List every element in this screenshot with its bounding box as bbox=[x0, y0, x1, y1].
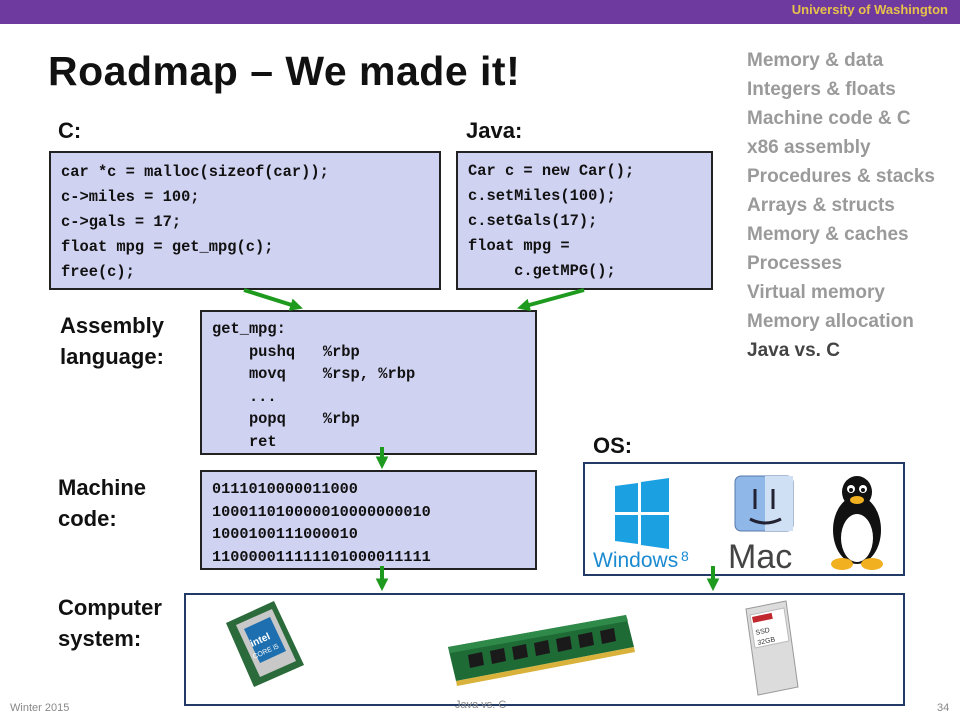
computer-label-line: system: bbox=[58, 626, 142, 651]
code-line: c.getMPG(); bbox=[468, 262, 616, 280]
code-line: 100011010000010000000010 bbox=[212, 502, 431, 521]
assembly-label-line: Assembly bbox=[60, 313, 164, 338]
code-line: ... bbox=[212, 387, 277, 406]
arrow-java-to-assembly bbox=[517, 288, 585, 312]
code-line: Car c = new Car(); bbox=[468, 162, 635, 180]
footer-topic: Java vs. C bbox=[455, 699, 507, 711]
os-label: OS: bbox=[593, 433, 633, 458]
java-label: Java: bbox=[466, 118, 523, 143]
os-box: Windows 8 Mac bbox=[583, 462, 905, 576]
ssd-size-text: 32GB bbox=[757, 636, 776, 647]
code-line: c.setMiles(100); bbox=[468, 187, 616, 205]
computer-system-label: Computer system: bbox=[58, 592, 162, 654]
code-line: movq %rsp, %rbp bbox=[212, 365, 416, 383]
code-line: 1000100111000010 bbox=[212, 525, 358, 543]
c-code-box: car *c = malloc(sizeof(car)); c->miles =… bbox=[49, 151, 441, 290]
hardware-images: intel CORE i5 SSD 32GB bbox=[226, 600, 799, 696]
topic-item: Machine code & C bbox=[747, 108, 911, 129]
topic-item: Procedures & stacks bbox=[747, 166, 935, 187]
code-line: pushq %rbp bbox=[212, 342, 360, 361]
code-line: c.setGals(17); bbox=[468, 212, 598, 230]
slide-title: Roadmap – We made it! bbox=[48, 48, 521, 94]
topic-item: Processes bbox=[747, 253, 843, 274]
topic-list: Memory & data Integers & floats Machine … bbox=[747, 46, 935, 365]
c-label: C: bbox=[58, 118, 82, 143]
machine-code-box: 0111010000011000 10001101000001000000001… bbox=[200, 470, 537, 570]
mac-logo: Mac bbox=[728, 475, 794, 576]
linux-tux-logo bbox=[831, 476, 883, 570]
mac-logo-text: Mac bbox=[728, 538, 792, 574]
windows-logo-text: Windows bbox=[593, 549, 678, 572]
machine-code-label: Machine code: bbox=[58, 472, 146, 534]
topic-item: Virtual memory bbox=[747, 282, 885, 303]
windows-version-text: 8 bbox=[681, 548, 689, 564]
header-bar: University of Washington bbox=[0, 0, 960, 24]
machine-label-line: code: bbox=[58, 506, 117, 531]
windows-logo: Windows 8 bbox=[593, 478, 689, 572]
code-line: 0111010000011000 bbox=[212, 480, 358, 498]
code-line: get_mpg: bbox=[212, 320, 286, 338]
ssd-drive-image: SSD 32GB bbox=[745, 600, 799, 696]
topic-item-current: Java vs. C bbox=[747, 340, 840, 361]
code-line: car *c = malloc(sizeof(car)); bbox=[61, 163, 329, 181]
university-name: University of Washington bbox=[791, 2, 948, 17]
topic-item: Integers & floats bbox=[747, 79, 896, 100]
assembly-code-box: get_mpg: pushq %rbp movq %rsp, %rbp ... … bbox=[200, 310, 537, 455]
computer-system-box: intel CORE i5 SSD 32GB bbox=[184, 593, 905, 706]
topic-item: Memory allocation bbox=[747, 311, 914, 332]
footer-page-number: 34 bbox=[937, 702, 950, 714]
cpu-chip-image: intel CORE i5 bbox=[226, 601, 304, 687]
computer-label-line: Computer bbox=[58, 595, 162, 620]
code-line: free(c); bbox=[61, 263, 135, 281]
os-logos: Windows 8 Mac bbox=[593, 475, 883, 576]
ram-module-image bbox=[448, 615, 635, 686]
java-code-box: Car c = new Car(); c.setMiles(100); c.se… bbox=[456, 151, 713, 290]
arrow-c-to-assembly bbox=[243, 288, 303, 311]
code-line: popq %rbp bbox=[212, 410, 360, 428]
machine-label-line: Machine bbox=[58, 475, 147, 500]
code-line: c->miles = 100; bbox=[61, 188, 200, 206]
assembly-label: Assembly language: bbox=[60, 310, 164, 372]
topic-item: Memory & data bbox=[747, 50, 884, 71]
footer-term: Winter 2015 bbox=[10, 702, 70, 714]
code-line: 110000011111101000011111 bbox=[212, 547, 431, 566]
topic-item: x86 assembly bbox=[747, 137, 871, 158]
ssd-label-text: SSD bbox=[755, 627, 771, 637]
assembly-label-line: language: bbox=[60, 344, 164, 369]
topic-item: Arrays & structs bbox=[747, 195, 895, 216]
code-line: float mpg = get_mpg(c); bbox=[61, 238, 274, 256]
code-line: c->gals = 17; bbox=[61, 213, 182, 231]
code-line: ret bbox=[212, 432, 277, 451]
topic-item: Memory & caches bbox=[747, 224, 909, 245]
code-line: float mpg = bbox=[468, 237, 570, 255]
